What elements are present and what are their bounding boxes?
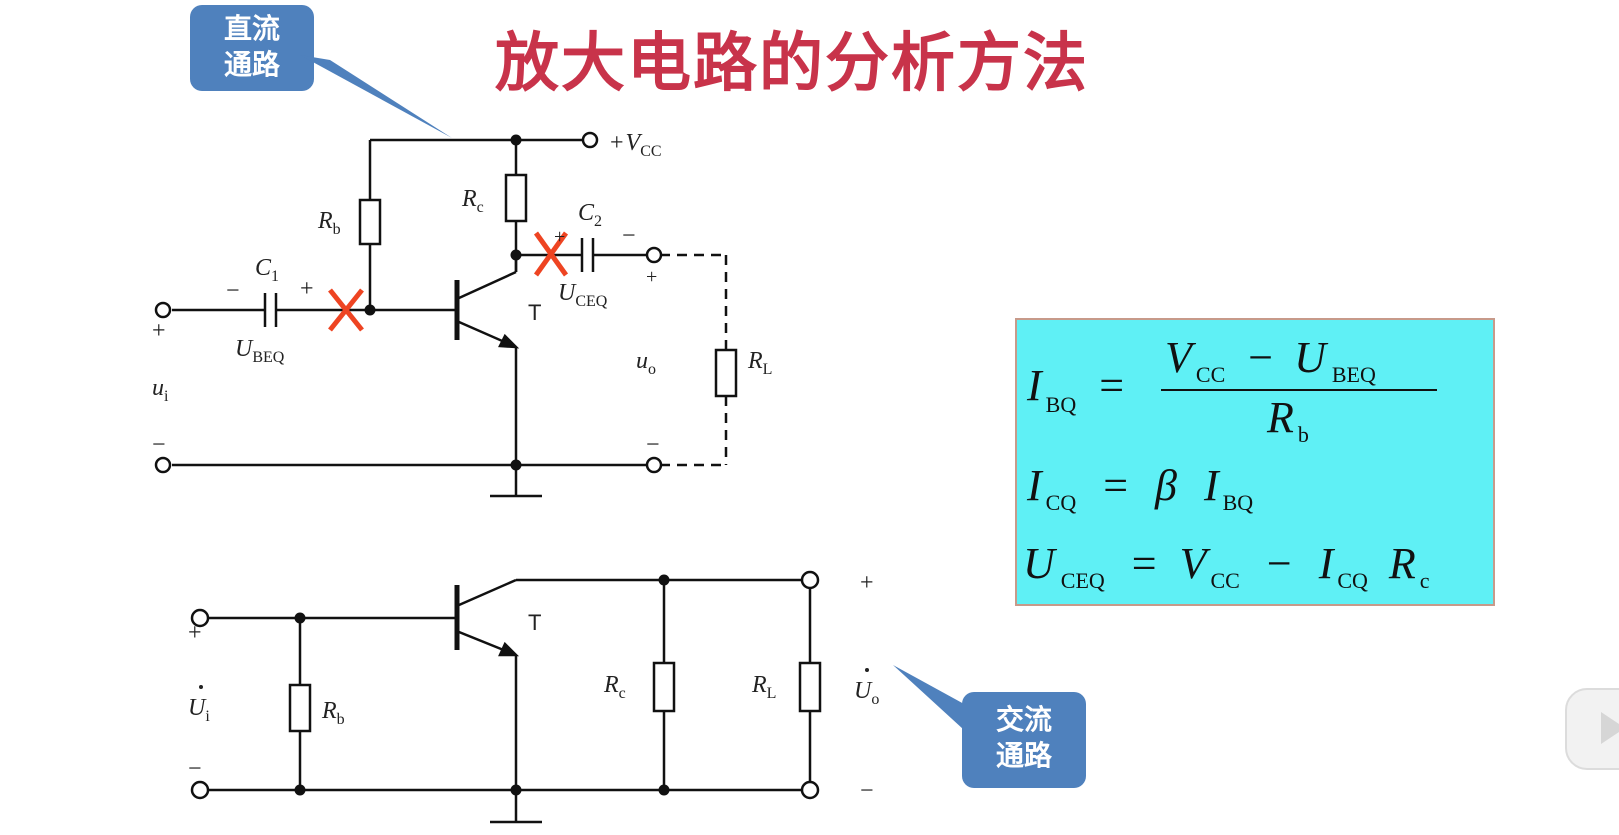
ac-input-plus: + xyxy=(188,620,202,646)
dc-circuit xyxy=(154,131,738,498)
dc-output-plus: + xyxy=(646,266,657,288)
ac-uo-label: Uo xyxy=(854,678,879,708)
dc-output-minus: − xyxy=(646,432,660,458)
ac-callout-line2: 通路 xyxy=(995,739,1052,772)
ac-output-plus: + xyxy=(860,570,874,596)
play-icon xyxy=(1601,712,1619,744)
dc-callout-pointer xyxy=(300,55,452,138)
ac-transistor-label: T xyxy=(528,610,541,635)
ac-path-callout: 交流 通路 xyxy=(962,692,1086,788)
dc-path-callout: 直流 通路 xyxy=(190,5,314,91)
dc-c1-minus: − xyxy=(226,278,240,304)
ac-ui-label: Ui xyxy=(188,695,210,725)
dc-c1-plus: + xyxy=(300,276,314,302)
dc-open-cross-marks xyxy=(328,231,569,332)
ac-circuit xyxy=(190,570,822,824)
dc-uceq-label: UCEQ xyxy=(558,280,608,310)
dc-uo-label: uo xyxy=(636,348,656,378)
dc-transistor-label: T xyxy=(528,300,541,325)
dc-ubeq-label: UBEQ xyxy=(235,336,285,366)
ac-input-minus: − xyxy=(188,756,202,782)
dc-c2-minus: − xyxy=(622,223,636,249)
ac-output-minus: − xyxy=(860,778,874,804)
ac-junction-dots xyxy=(294,574,670,796)
dc-input-minus: − xyxy=(152,432,166,458)
dc-rb-label: Rb xyxy=(317,208,341,238)
ac-uo-phasor-dot xyxy=(865,668,869,672)
dc-ui-label: ui xyxy=(152,375,169,405)
page-title: 放大电路的分析方法 xyxy=(495,27,1089,101)
ac-callout-pointer xyxy=(893,665,975,740)
dc-rc-label: Rc xyxy=(461,186,484,216)
dc-rl-dashed xyxy=(660,253,728,467)
ac-rl-resistor xyxy=(798,661,822,713)
ac-rl-label: RL xyxy=(751,672,776,702)
ac-rb-label: Rb xyxy=(321,698,345,728)
dc-rl-resistor xyxy=(714,348,738,398)
dc-input-plus: + xyxy=(152,318,166,344)
dc-callout-line2: 通路 xyxy=(223,48,280,81)
ac-rc-resistor xyxy=(652,661,676,713)
dc-c2-label: C2 xyxy=(578,200,602,230)
dc-c1-label: C1 xyxy=(255,255,279,285)
dc-rc-resistor xyxy=(504,173,528,223)
ac-rb-resistor xyxy=(288,683,312,733)
ac-rc-label: Rc xyxy=(603,672,626,702)
video-play-button[interactable] xyxy=(1565,688,1619,770)
dc-rl-label: RL xyxy=(747,348,772,378)
dc-c2-plus: + xyxy=(554,226,565,248)
dc-callout-line1: 直流 xyxy=(223,12,280,45)
dc-vcc-label: +VCC xyxy=(610,130,662,160)
dc-rb-resistor xyxy=(358,198,382,246)
ac-callout-line1: 交流 xyxy=(995,703,1052,736)
ac-ui-phasor-dot xyxy=(199,685,203,689)
dc-junction-dots xyxy=(364,134,522,471)
